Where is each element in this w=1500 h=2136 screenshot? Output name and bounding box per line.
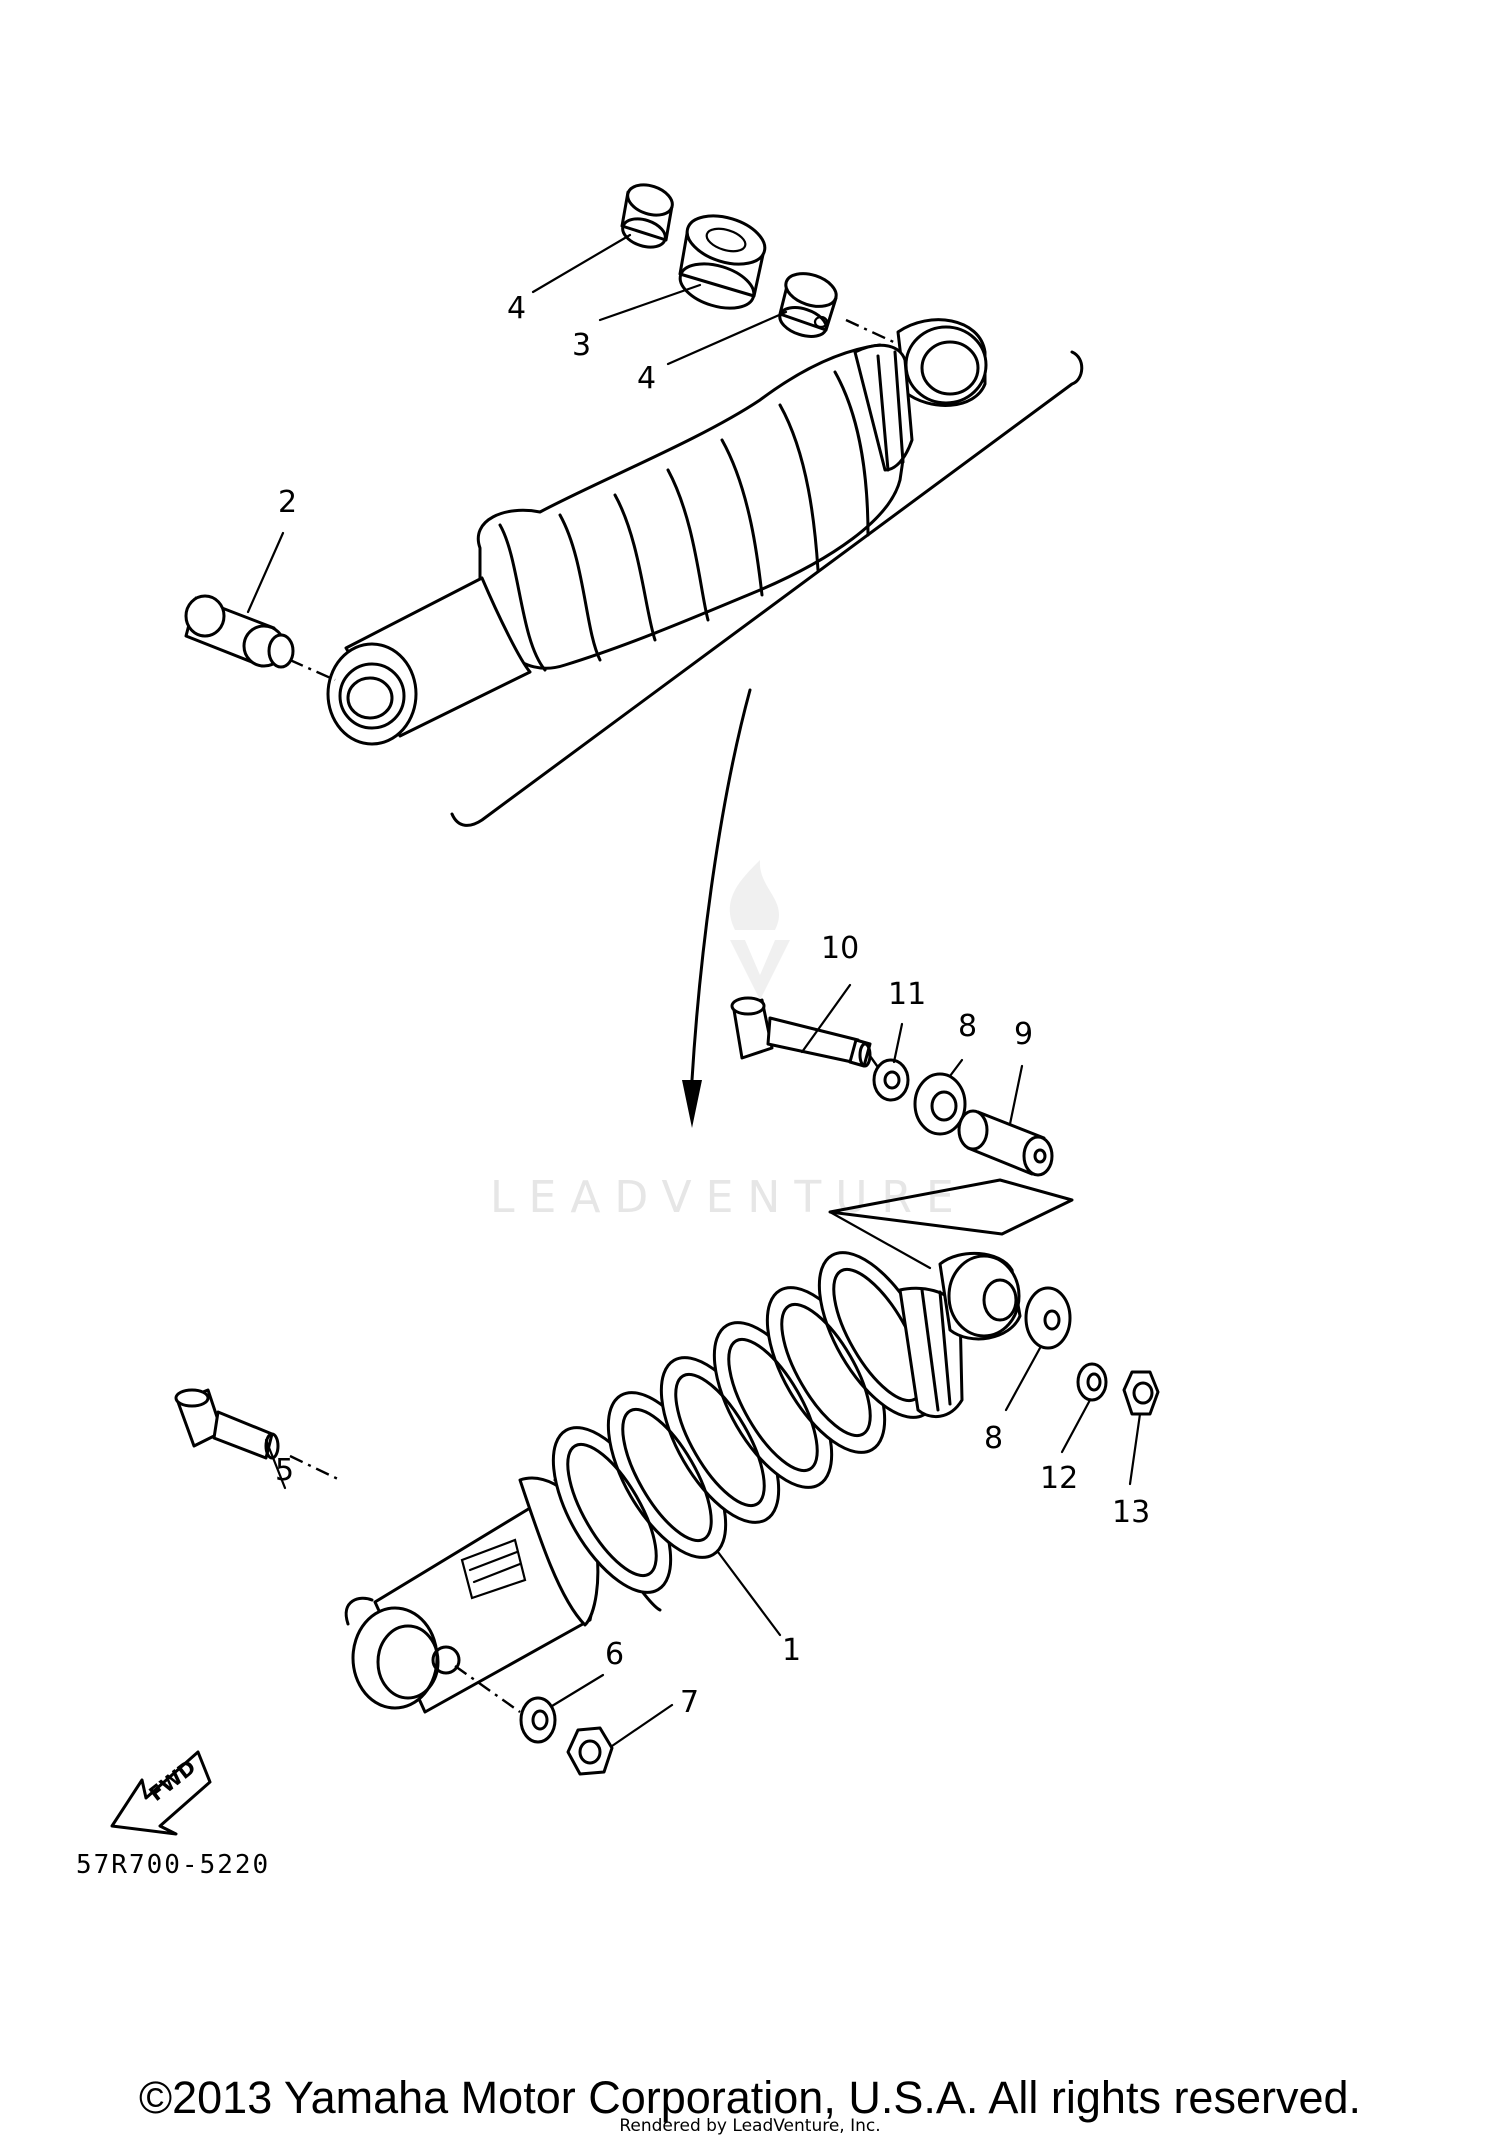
copyright-notice: ©2013 Yamaha Motor Corporation, U.S.A. A… xyxy=(138,2072,1362,2123)
callout-7: 7 xyxy=(680,1685,699,1720)
callout-12: 12 xyxy=(1040,1461,1078,1496)
alignment-guide xyxy=(828,1178,1074,1236)
callouts: 4 3 4 2 10 11 8 9 8 12 13 5 1 6 7 xyxy=(275,291,1150,1720)
drawing-code: 57R700-5220 xyxy=(76,1850,270,1880)
lower-shock-assembly xyxy=(174,996,1160,1776)
watermark-text: LEADVENTURE xyxy=(490,1172,968,1223)
bolt-part-5 xyxy=(174,1388,280,1460)
callout-2: 2 xyxy=(278,485,297,520)
assembly-bracket xyxy=(450,350,1084,827)
damper-body-upper xyxy=(326,576,532,746)
nut-part-13 xyxy=(1122,1370,1160,1416)
collar-part-9 xyxy=(957,1109,1054,1177)
callout-11: 11 xyxy=(888,977,926,1012)
callout-1: 1 xyxy=(782,1633,801,1668)
upper-shock-assembly xyxy=(184,183,1084,827)
callout-4-lower: 4 xyxy=(637,361,656,396)
washer-part-12 xyxy=(1076,1362,1108,1402)
seal-part-8-upper xyxy=(913,1072,967,1136)
fwd-arrow: FWD xyxy=(110,1750,212,1836)
assembly-arrow xyxy=(682,688,752,1128)
callout-6: 6 xyxy=(605,1637,624,1672)
callout-4-top: 4 xyxy=(507,291,526,326)
rendered-by-note: Rendered by LeadVenture, Inc. xyxy=(619,2116,881,2136)
callout-13: 13 xyxy=(1112,1495,1150,1530)
callout-8-upper: 8 xyxy=(958,1009,977,1044)
leader-lines xyxy=(246,233,1142,1748)
callout-10: 10 xyxy=(821,931,859,966)
spring-part-1 xyxy=(551,1251,964,1612)
shock-boot-cover xyxy=(476,343,914,672)
washer-part-8-lower xyxy=(1024,1286,1072,1350)
collar-part-2 xyxy=(184,594,295,669)
callout-9: 9 xyxy=(1014,1017,1033,1052)
callout-5: 5 xyxy=(275,1453,294,1488)
callout-8-lower: 8 xyxy=(984,1421,1003,1456)
washer-part-6 xyxy=(519,1696,557,1744)
leadventure-watermark-logo xyxy=(729,860,790,1000)
bushing-part-3 xyxy=(678,214,767,310)
washer-part-11 xyxy=(872,1058,910,1102)
bolt-part-10 xyxy=(730,996,872,1068)
lower-upper-eye xyxy=(938,1251,1022,1341)
upper-mount-eye xyxy=(896,318,988,407)
collar-part-4-lower xyxy=(778,272,838,338)
collar-part-4-top xyxy=(620,183,674,249)
nut-part-7 xyxy=(566,1726,614,1776)
callout-3: 3 xyxy=(572,328,591,363)
